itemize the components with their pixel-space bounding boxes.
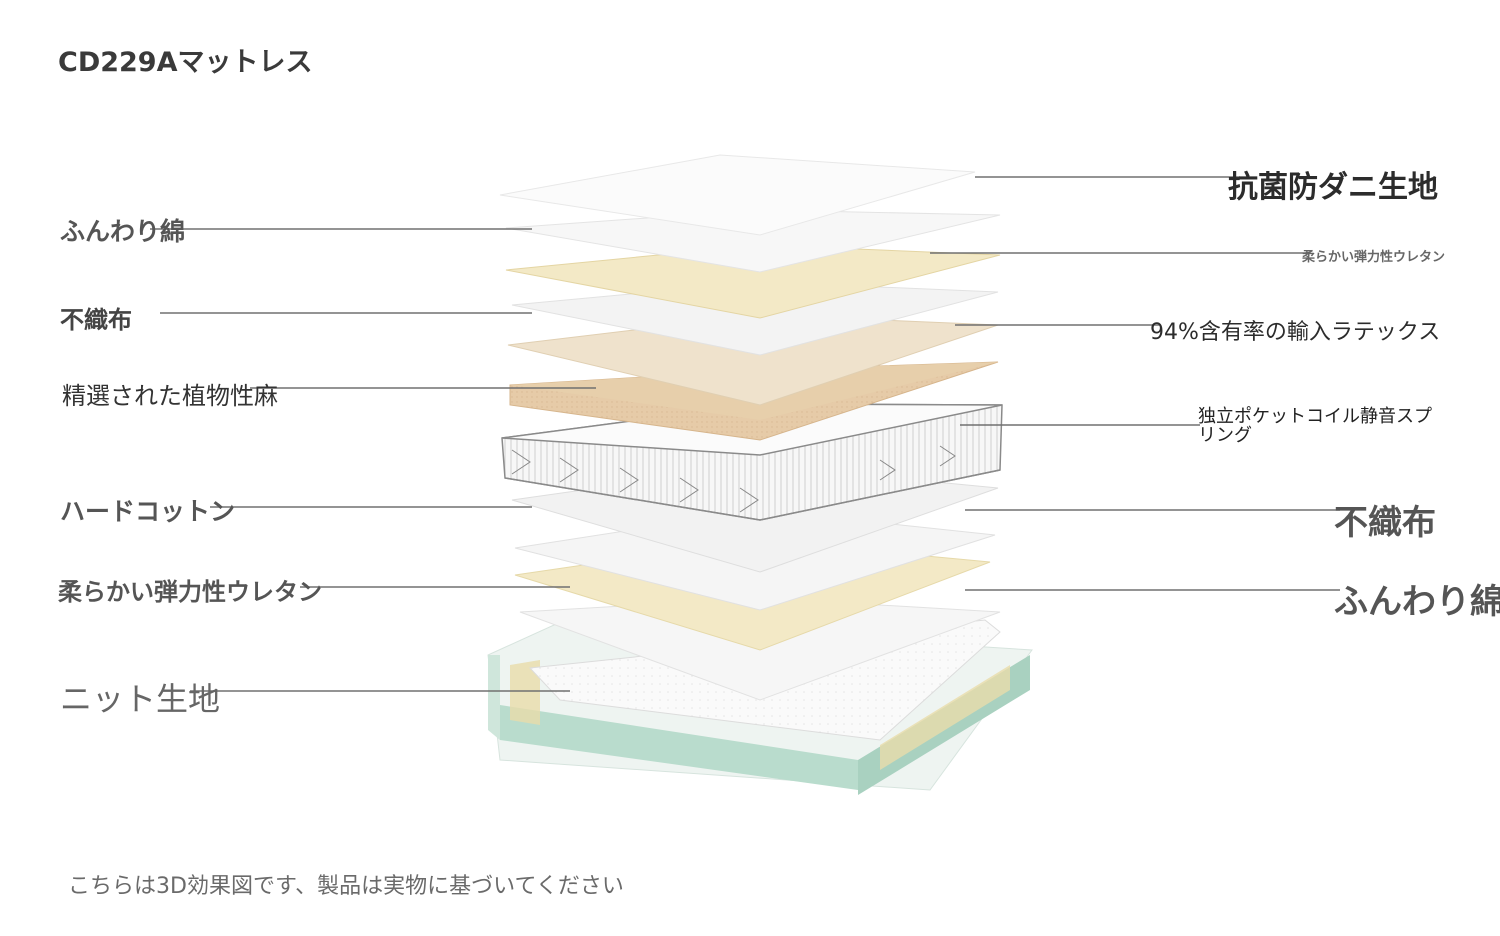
label-left-fluff-cotton: ふんわり綿 [60,217,186,246]
label-right-pocket-spring: 独立ポケットコイル静音スプリング [1198,406,1432,446]
label-right-nonwoven: 不織布 [1334,503,1436,543]
label-left-soft-urethane: 柔らかい弾力性ウレタン [58,578,322,606]
leader-lines-right [930,176,1340,591]
label-right-antibacterial-fabric: 抗菌防ダニ生地 [1228,170,1438,205]
layer-antibacterial-fabric [499,154,976,236]
page-title: CD229Aマットレス [58,47,313,78]
leader-lines-left [150,228,596,692]
label-left-nonwoven: 不織布 [60,306,132,334]
label-left-hard-cotton: ハードコットン [60,497,236,526]
label-right-fluff-cotton: ふんわり綿 [1334,582,1500,622]
label-right-latex: 94%含有率の輸入ラテックス [1150,320,1441,345]
disclaimer-caption: こちらは3D効果図です、製品は実物に基づいてください [68,874,624,899]
label-left-knit-fabric: ニット生地 [60,680,221,718]
label-right-soft-urethane: 柔らかい弾力性ウレタン [1302,250,1446,265]
label-left-plant-hemp: 精選された植物性麻 [62,382,278,410]
